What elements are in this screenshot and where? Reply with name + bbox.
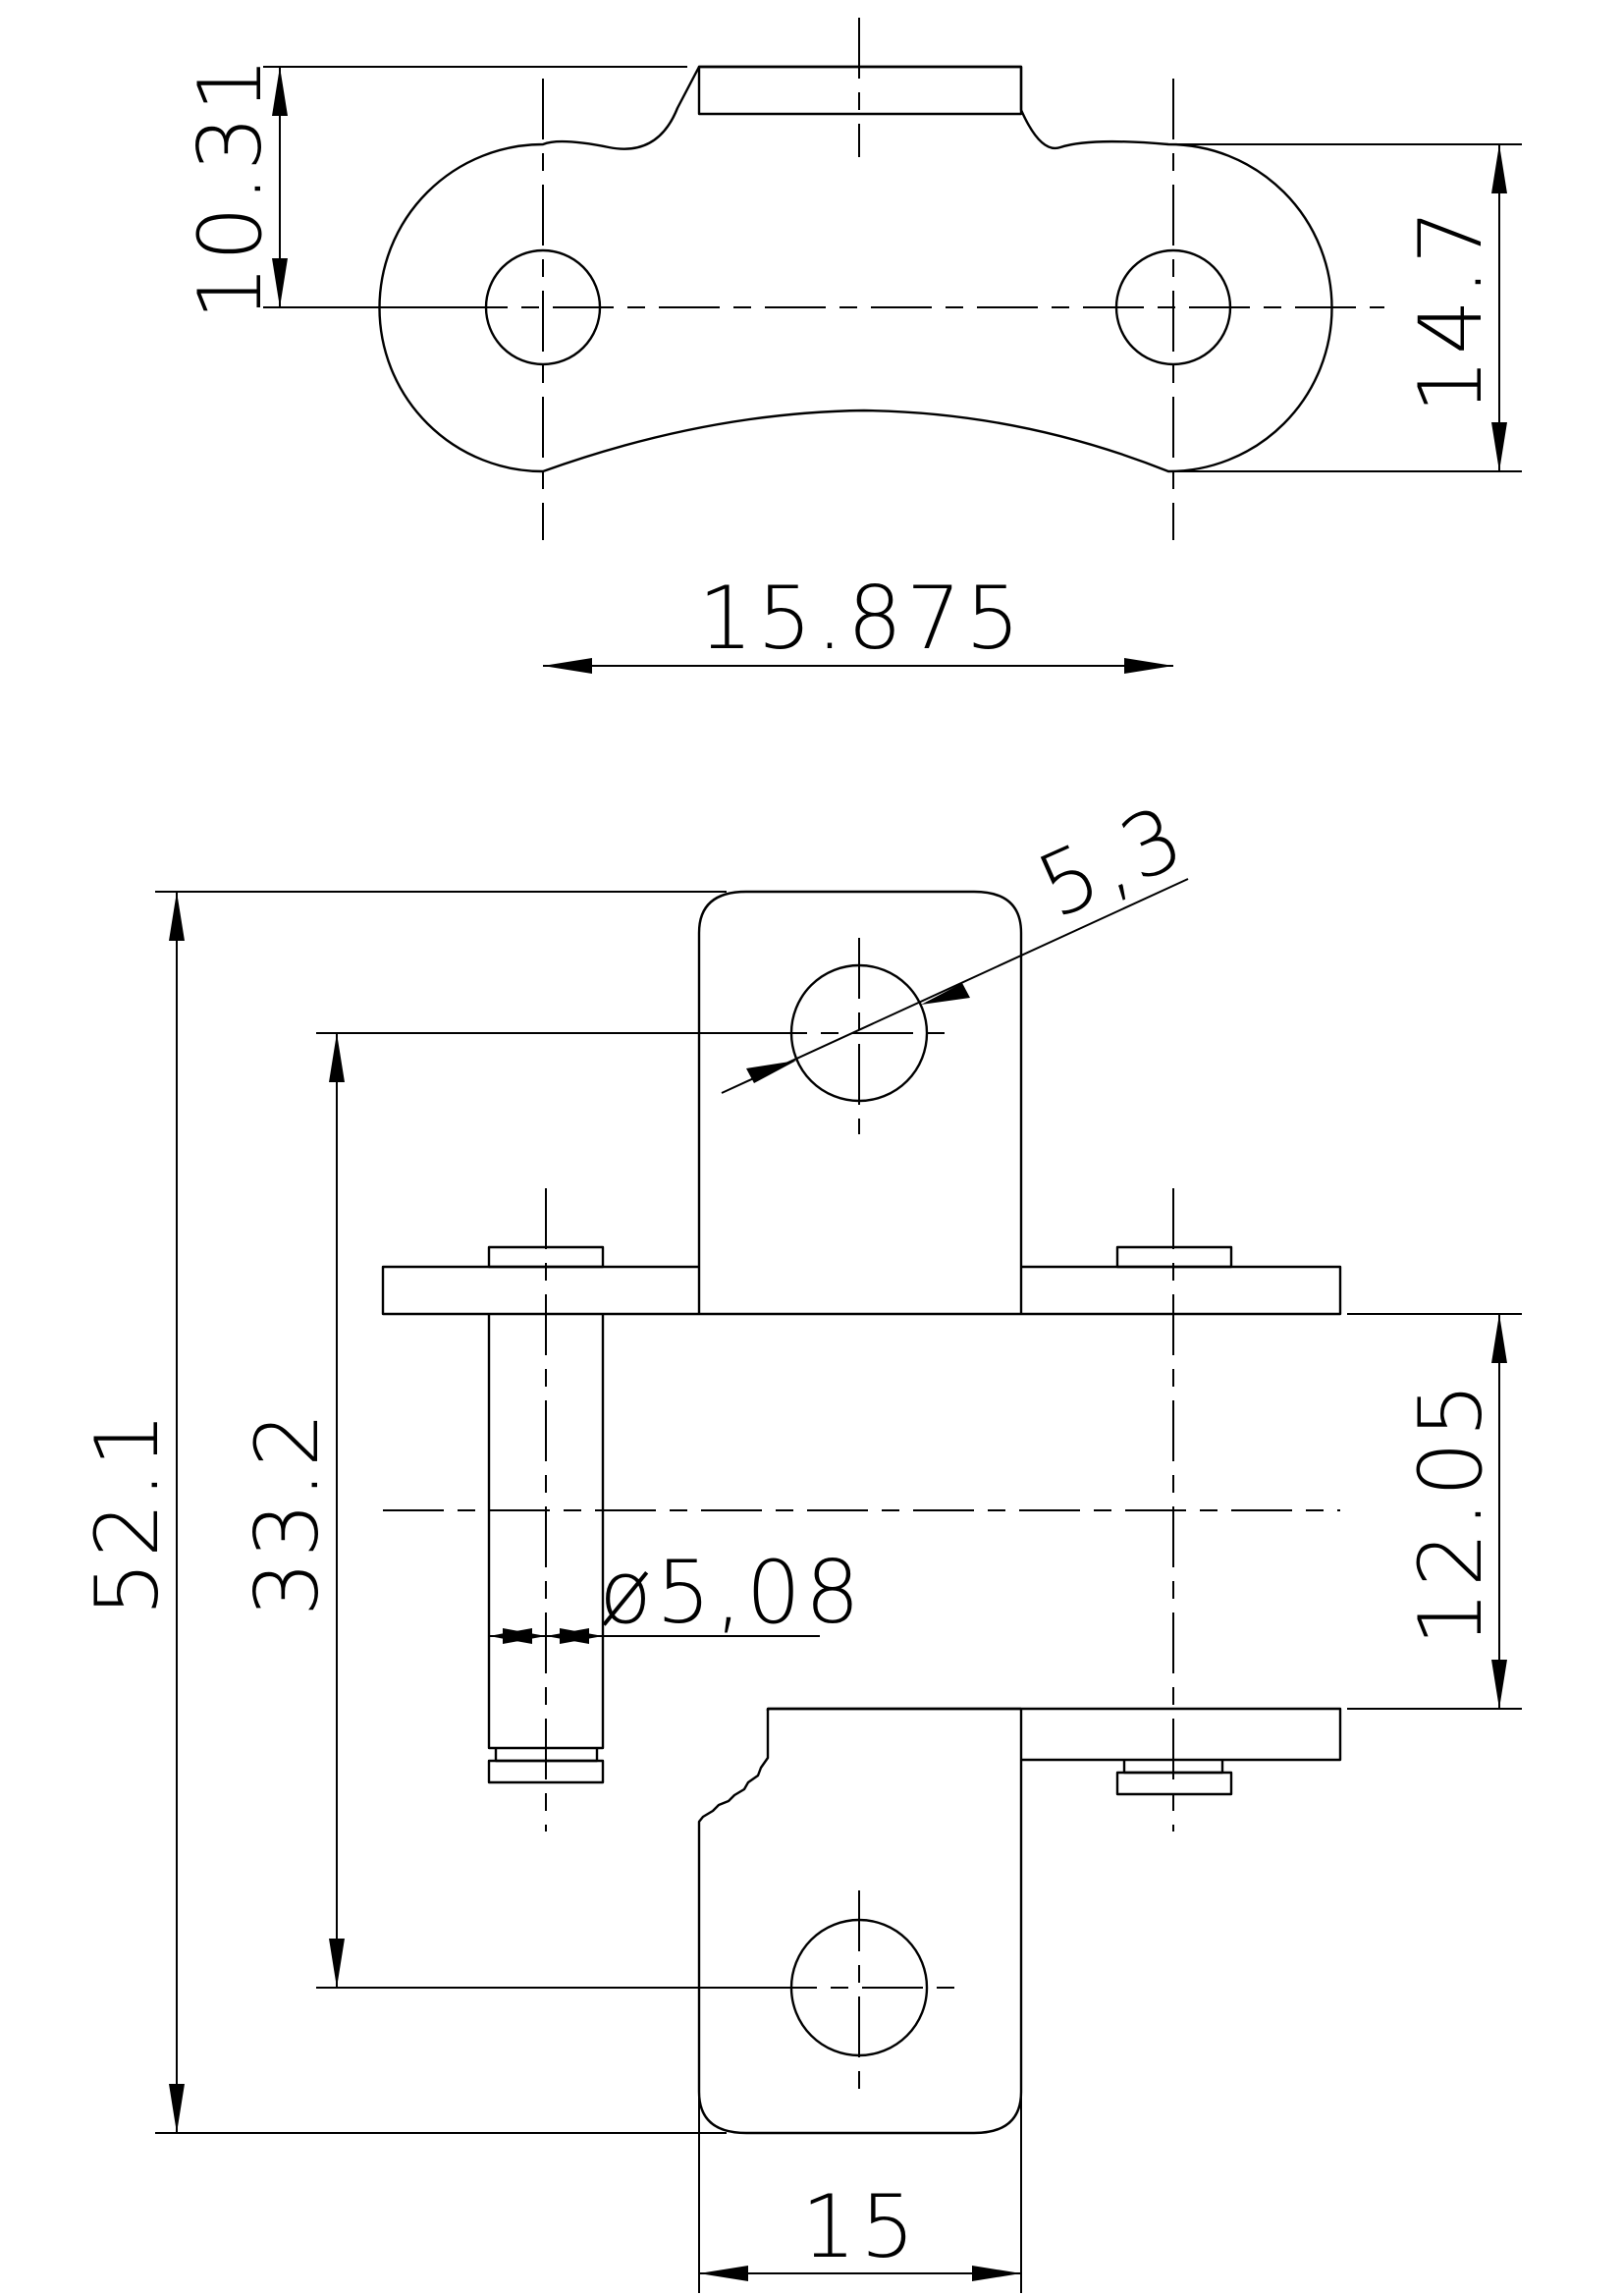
arrow-5-08-right-out bbox=[560, 1628, 603, 1644]
dim-text-52-1: 52.1 bbox=[77, 1408, 178, 1616]
arrow-15-right bbox=[972, 2266, 1021, 2281]
link-plate-outline bbox=[378, 65, 1333, 473]
arrow-12-05-bottom bbox=[1491, 1660, 1507, 1709]
arrow-14-7-top bbox=[1491, 144, 1507, 193]
arrow-15-left bbox=[699, 2266, 748, 2281]
arrow-14-7-bottom bbox=[1491, 422, 1507, 471]
arrow-5-08-left-out bbox=[503, 1628, 546, 1644]
upper-link-plate bbox=[381, 1265, 1342, 1316]
arrow-10-31-top bbox=[272, 67, 288, 116]
arrow-33-2-top bbox=[329, 1033, 345, 1082]
dim-text-5-3: 5,3 bbox=[1023, 785, 1201, 938]
arrow-52-1-bottom bbox=[169, 2084, 185, 2133]
arrow-5-3-upper bbox=[921, 983, 970, 1005]
leader-5-3 bbox=[721, 878, 1189, 1094]
arrow-52-1-top bbox=[169, 892, 185, 941]
lower-attachment-tab bbox=[697, 1709, 1023, 2135]
arrow-10-31-bottom bbox=[272, 258, 288, 307]
arrow-5-3-lower bbox=[746, 1061, 796, 1083]
arrow-12-05-top bbox=[1491, 1314, 1507, 1363]
dim-text-5-08: ø5,08 bbox=[599, 1542, 864, 1643]
arrow-15-875-right bbox=[1124, 658, 1173, 674]
dim-text-12-05: 12.05 bbox=[1400, 1379, 1501, 1646]
arrow-15-875-left bbox=[543, 658, 592, 674]
dim-text-14-7: 14.7 bbox=[1400, 205, 1501, 413]
dim-text-15: 15 bbox=[801, 2176, 919, 2277]
top-view: 10.31 14.7 15.875 bbox=[180, 18, 1522, 674]
upper-attachment-tab bbox=[697, 890, 1023, 1314]
dim-text-10-31: 10.31 bbox=[180, 53, 281, 320]
front-view: 52.1 33.2 12.05 5,3 ø5,08 15 bbox=[77, 785, 1522, 2293]
dim-text-15-875: 15.875 bbox=[698, 568, 1024, 669]
arrow-33-2-bottom bbox=[329, 1939, 345, 1988]
lower-link-plate bbox=[766, 1707, 1342, 1762]
dim-text-33-2: 33.2 bbox=[237, 1408, 338, 1616]
